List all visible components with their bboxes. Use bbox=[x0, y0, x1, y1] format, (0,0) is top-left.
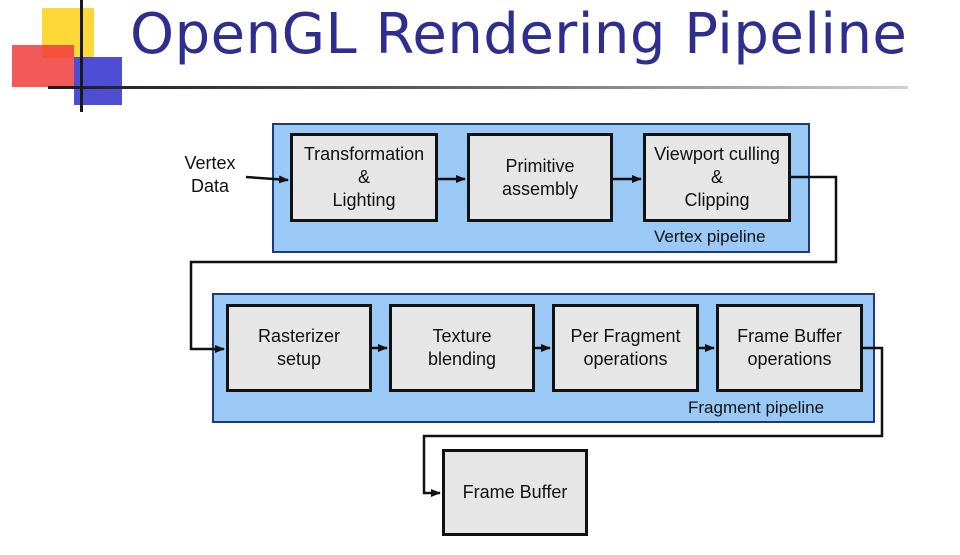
stage-transformation-lighting: Transformation & Lighting bbox=[290, 133, 438, 222]
stage-frame-buffer-operations: Frame Buffer operations bbox=[716, 304, 863, 392]
arrow-framebufferops-to-framebuffer bbox=[422, 346, 884, 497]
fragment-pipeline-label: Fragment pipeline bbox=[688, 398, 825, 417]
arrow-input-to-transformation bbox=[245, 175, 289, 184]
slide-title: OpenGL Rendering Pipeline bbox=[130, 2, 908, 67]
frame-buffer-output: Frame Buffer bbox=[442, 449, 588, 536]
arrow-vertex-to-fragment bbox=[189, 175, 838, 353]
vertex-pipeline-label: Vertex pipeline bbox=[654, 227, 766, 246]
stage-per-fragment-operations: Per Fragment operations bbox=[552, 304, 699, 392]
stage-viewport-culling-clipping: Viewport culling & Clipping bbox=[643, 133, 791, 222]
decor-vertical-line bbox=[80, 0, 83, 112]
decor-red-square bbox=[12, 45, 74, 87]
title-underline bbox=[48, 86, 908, 89]
stage-rasterizer-setup: Rasterizer setup bbox=[226, 304, 372, 392]
stage-primitive-assembly: Primitive assembly bbox=[467, 133, 613, 222]
vertex-data-label: Vertex Data bbox=[184, 153, 236, 196]
stage-texture-blending: Texture blending bbox=[389, 304, 535, 392]
